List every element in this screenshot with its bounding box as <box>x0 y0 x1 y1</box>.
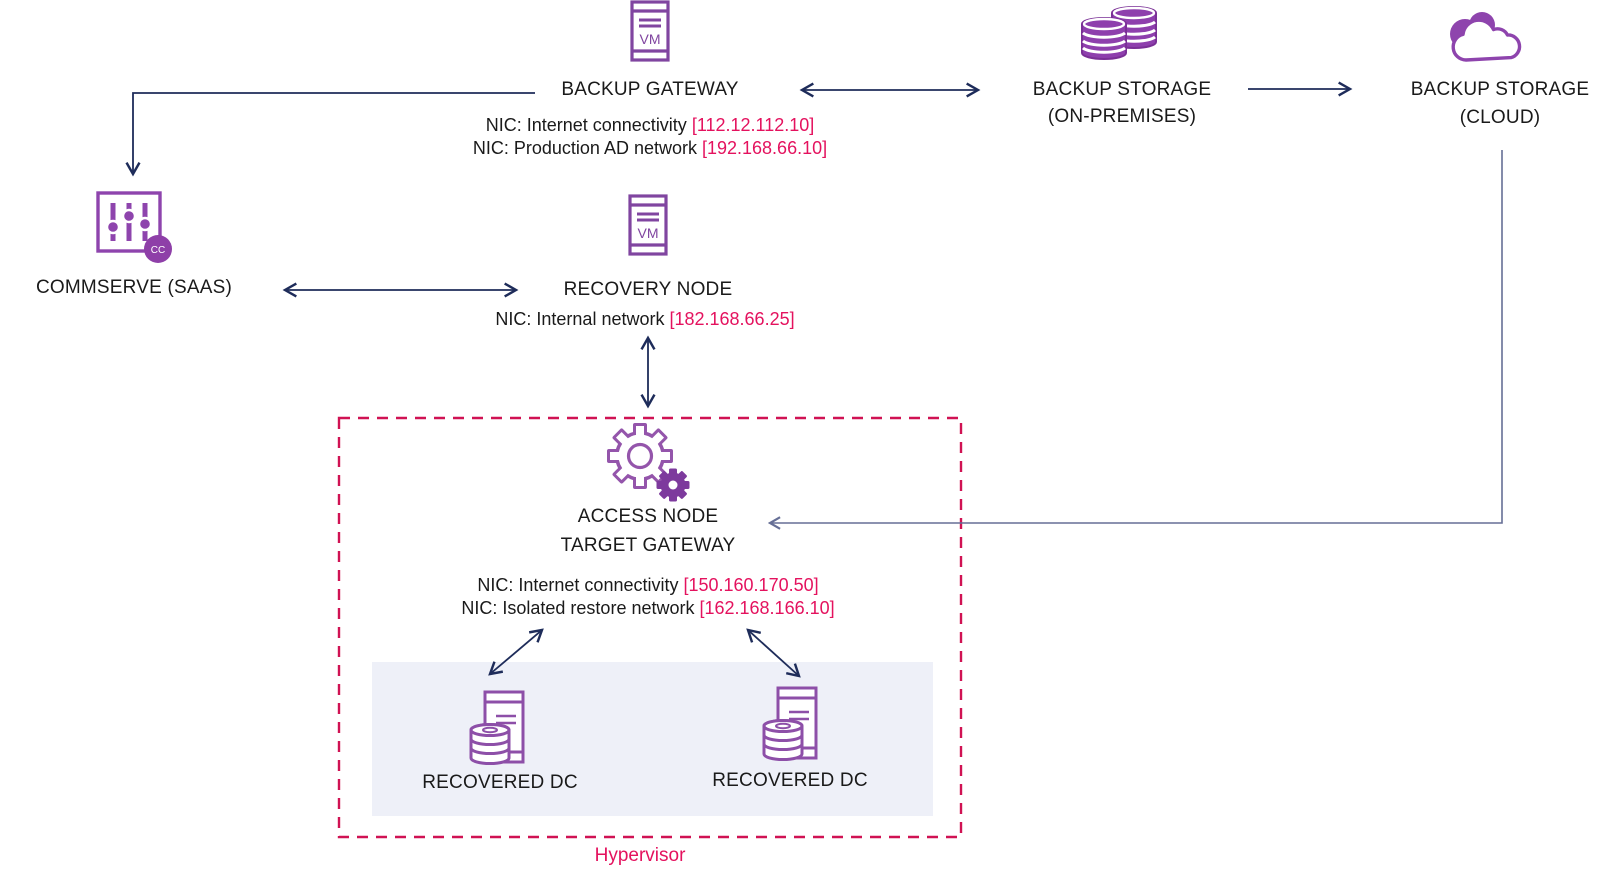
storage-disks-icon <box>1081 6 1157 60</box>
vm-server-icon: VM <box>630 0 670 62</box>
backup-storage-cloud-label-1: BACKUP STORAGE <box>1410 79 1590 100</box>
nic-ip: [162.168.166.10] <box>699 598 835 618</box>
nic-ip: [182.168.66.25] <box>669 309 795 329</box>
nic-text: NIC: Internet connectivity <box>485 115 692 135</box>
backup-storage-onprem-label-2: (ON-PREMISES) <box>1047 106 1197 127</box>
vm-server-icon: VM <box>628 194 668 256</box>
recovered-dc-right-label: RECOVERED DC <box>712 770 868 791</box>
recovered-dc-icon <box>762 686 818 761</box>
nic-ip: [150.160.170.50] <box>683 575 819 595</box>
backup-gateway-label: BACKUP GATEWAY <box>561 79 739 100</box>
arrow-accessnode-dc-left <box>490 630 542 674</box>
cc-badge-label: CC <box>151 245 165 256</box>
hypervisor-label: Hypervisor <box>594 845 686 866</box>
nic-text: NIC: Internet connectivity <box>477 575 684 595</box>
vm-icon-label: VM <box>638 225 659 241</box>
gears-icon <box>607 423 690 502</box>
access-node-nic-1: NIC: Internet connectivity [150.160.170.… <box>477 574 818 597</box>
recovered-dc-left-label: RECOVERED DC <box>422 772 578 793</box>
recovered-dc-icon <box>469 690 525 765</box>
access-node-label-2: TARGET GATEWAY <box>560 535 736 556</box>
backup-storage-cloud-label-2: (CLOUD) <box>1459 107 1541 128</box>
nic-text: NIC: Production AD network <box>472 138 702 158</box>
recovery-node-label: RECOVERY NODE <box>563 279 733 300</box>
nic-text: NIC: Internal network <box>495 309 670 329</box>
backup-gateway-nic-1: NIC: Internet connectivity [112.12.112.1… <box>486 114 815 137</box>
nic-text: NIC: Isolated restore network <box>461 598 700 618</box>
commserve-label: COMMSERVE (SAAS) <box>35 277 233 298</box>
vm-icon-label: VM <box>640 31 661 47</box>
arrow-accessnode-dc-right <box>748 630 799 676</box>
nic-ip: [112.12.112.10] <box>691 115 815 135</box>
access-node-nic-2: NIC: Isolated restore network [162.168.1… <box>461 597 834 620</box>
arrow-cloud-to-accessnode <box>770 150 1503 523</box>
commserve-console-icon: CC <box>96 191 172 263</box>
access-node-label-1: ACCESS NODE <box>577 506 719 527</box>
arrow-gateway-to-commserve <box>133 92 535 174</box>
cc-badge <box>144 235 172 263</box>
cloud-icon <box>1450 12 1522 62</box>
nic-ip: [192.168.66.10] <box>701 138 828 158</box>
backup-gateway-nic-2: NIC: Production AD network [192.168.66.1… <box>473 137 827 160</box>
backup-storage-onprem-label-1: BACKUP STORAGE <box>1032 79 1212 100</box>
recovery-node-nic: NIC: Internal network [182.168.66.25] <box>495 308 794 331</box>
